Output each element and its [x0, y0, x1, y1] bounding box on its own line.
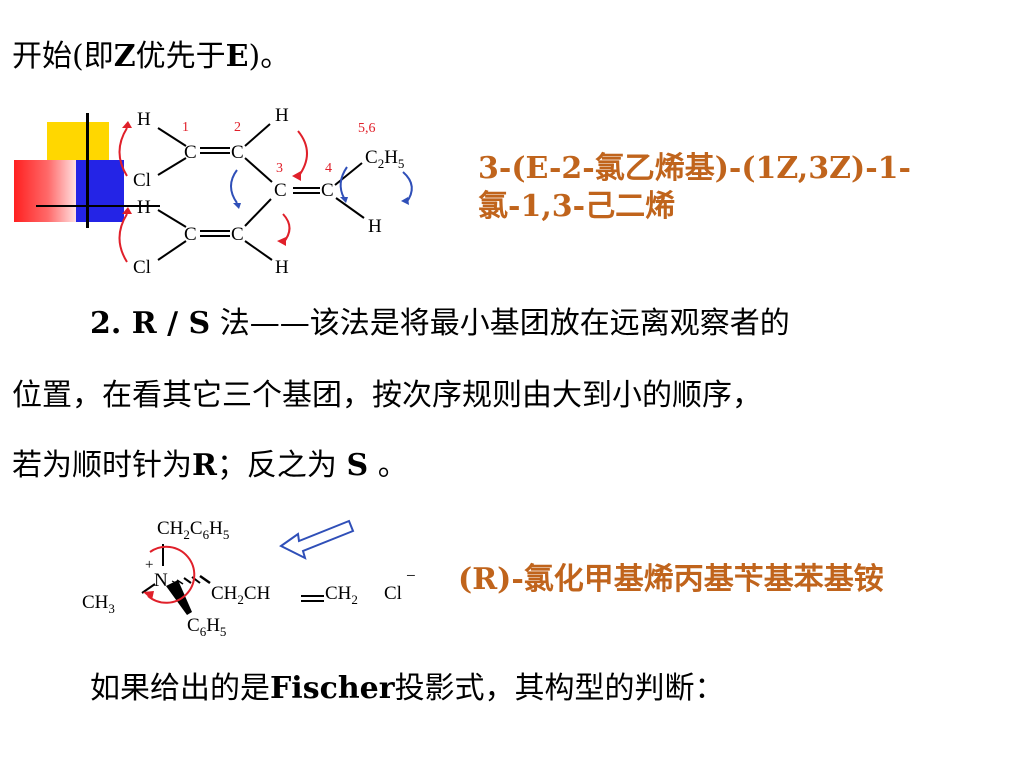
text-segment: )。 [248, 39, 291, 74]
rs-paragraph-line-3: 若为顺时针为R；反之为 S 。 [12, 448, 408, 484]
intro-line: 开始(即Z优先于E)。 [12, 39, 290, 75]
atom-c: C [184, 224, 197, 245]
atom-h: H [275, 105, 289, 126]
e-label: E [225, 39, 249, 74]
atom-c: C [321, 180, 334, 201]
compound-name-1: 3-(E-2-氯乙烯基)-(1Z,3Z)-1- 氯-1,3-己二烯 [478, 150, 911, 226]
atom-c: C [231, 224, 244, 245]
atom-h: H [368, 216, 382, 237]
carbon-number: 1 [182, 120, 189, 135]
methyl-group: CH3 [82, 592, 115, 616]
compound-name-line: 3-(E-2-氯乙烯基)-(1Z,3Z)-1- [478, 151, 911, 186]
decor-vertical-line [86, 113, 89, 228]
carbon-number: 3 [276, 161, 283, 176]
decor-horizontal-line [36, 205, 160, 207]
compound-name-2: (R)-氯化甲基烯丙基苄基苯基铵 [458, 562, 884, 597]
atom-cl: Cl [133, 170, 151, 191]
benzyl-group: CH2C6H5 [157, 518, 229, 542]
fischer-line: 如果给出的是Fischer投影式，其构型的判断： [90, 671, 725, 707]
allyl-terminal: CH2 [325, 583, 358, 607]
atom-c: C [184, 142, 197, 163]
rs-paragraph-line-1: 2. R / S 法——该法是将最小基团放在远离观察者的 [90, 306, 790, 342]
carbon-number: 5,6 [358, 121, 376, 136]
r-label: R [192, 448, 217, 483]
section-number: 2. R / S [90, 306, 211, 341]
atom-h: H [137, 197, 151, 218]
positive-charge: + [145, 557, 153, 573]
ammonium-structure-diagram: CH2C6H5 + N CH2CH CH2 Cl − CH3 C6H5 [82, 518, 416, 639]
compound-name-line: 氯-1,3-己二烯 [478, 189, 676, 224]
carbon-number: 4 [325, 161, 332, 176]
chloride-ion: Cl [384, 583, 402, 604]
atom-n: N [154, 570, 168, 591]
text-segment: 若为顺时针为 [12, 448, 192, 483]
allyl-group: CH2CH [211, 583, 271, 607]
z-label: Z [113, 39, 136, 74]
s-label: S [346, 448, 369, 483]
atom-cl: Cl [133, 257, 151, 278]
text-segment: 。 [368, 448, 408, 483]
ethyl-group: C2H5 [365, 147, 404, 171]
text-segment: 开始(即 [12, 39, 114, 74]
text-segment: 如果给出的是 [90, 671, 270, 706]
triene-structure-diagram: H H Cl H C C C C C C H Cl H C2H5 1 2 3 4… [118, 105, 413, 278]
atom-h: H [275, 257, 289, 278]
rs-paragraph-line-2: 位置，在看其它三个基团，按次序规则由大到小的顺序， [12, 378, 762, 413]
text-segment: ；反之为 [216, 448, 347, 483]
phenyl-group: C6H5 [187, 615, 226, 639]
text-segment: 投影式，其构型的判断： [394, 671, 725, 706]
text-segment: 法——该法是将最小基团放在远离观察者的 [210, 306, 790, 341]
text-segment: 优先于 [135, 39, 226, 74]
carbon-number: 2 [234, 120, 241, 135]
atom-c: C [274, 180, 287, 201]
atom-h: H [137, 109, 151, 130]
atom-c: C [231, 142, 244, 163]
decor-red-square [14, 160, 76, 222]
fischer-label: Fischer [270, 671, 395, 706]
negative-charge: − [406, 566, 416, 585]
